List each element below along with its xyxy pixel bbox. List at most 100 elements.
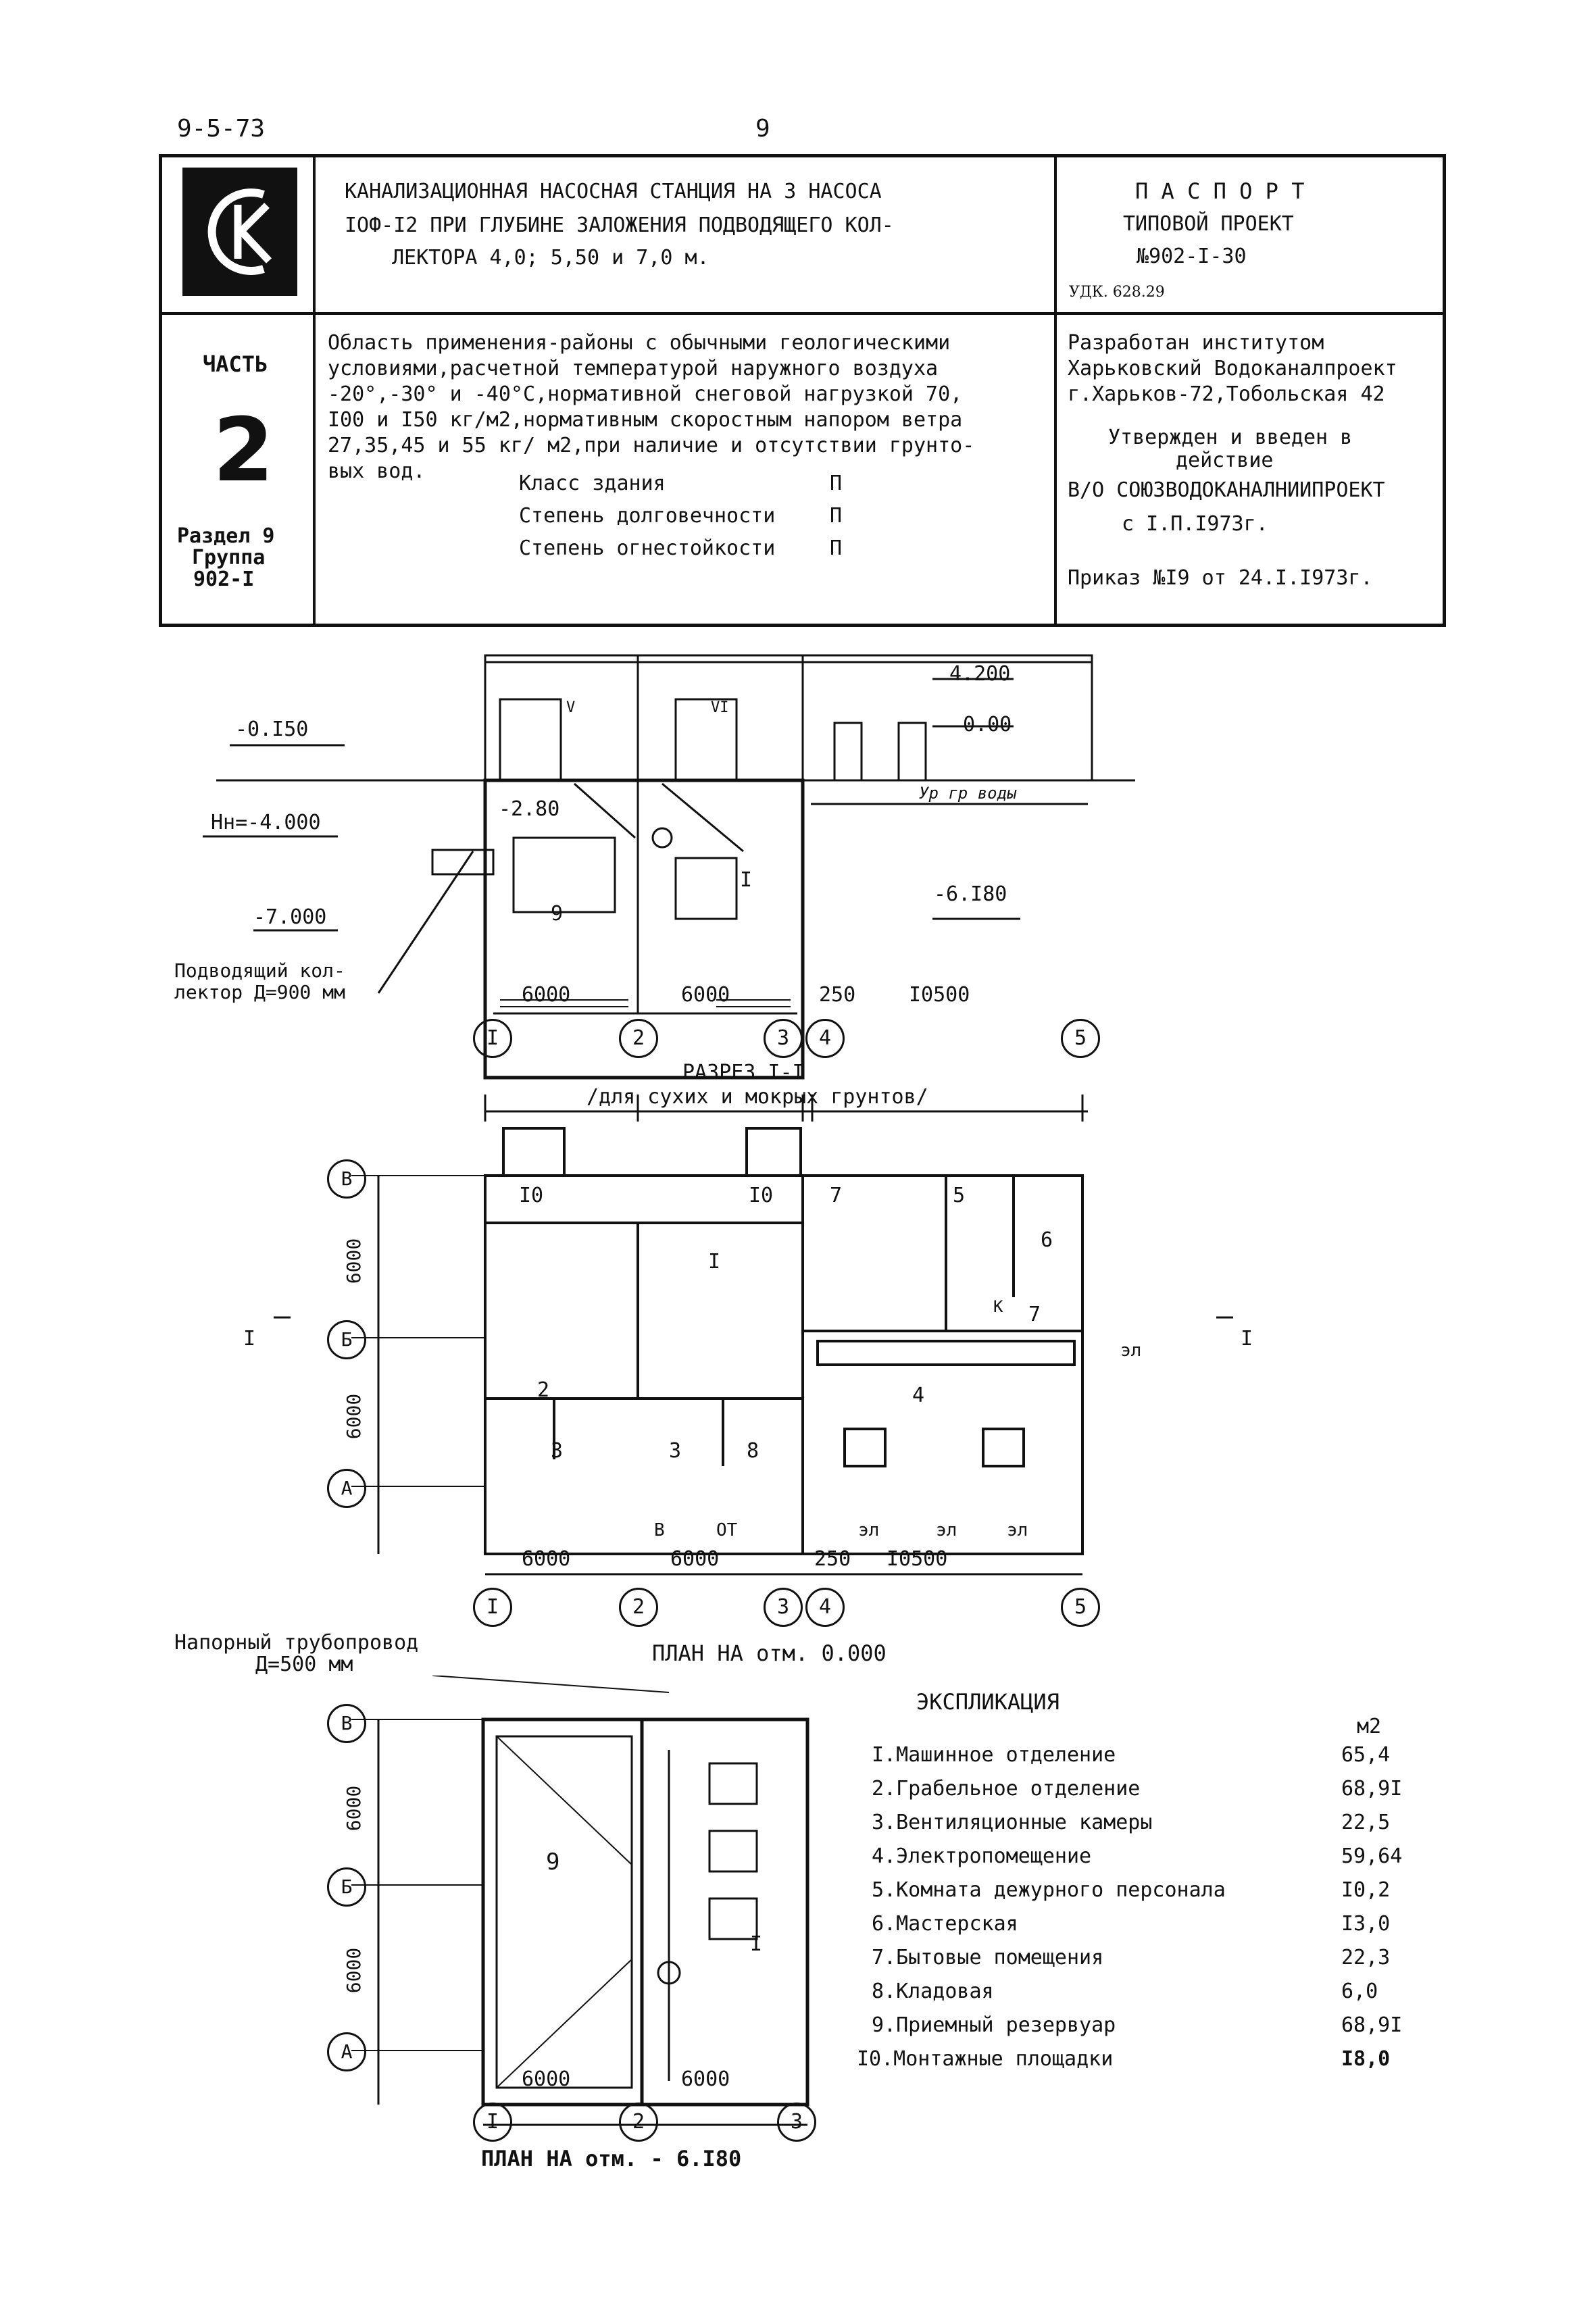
plan-zero-room-3b: 3: [669, 1439, 682, 1463]
section-caption-1: РАЗРЕЗ I-I: [682, 1061, 805, 1084]
plan-zero-room-k: К: [993, 1297, 1003, 1316]
plan-lower-axis-v: В: [327, 1704, 366, 1743]
plan-zero-caption: ПЛАН НА отм. 0.000: [652, 1640, 887, 1666]
plan-zero-ot-label: ОТ: [716, 1520, 738, 1540]
legend-item-value: 59,64: [1341, 1844, 1403, 1868]
part-number: 2: [213, 399, 274, 501]
section-line-2: Группа: [192, 546, 266, 570]
plan-zero-room-2: 2: [537, 1378, 550, 1402]
plan-zero-axis-v: В: [327, 1159, 366, 1199]
legend-item-value: 22,3: [1341, 1946, 1391, 1969]
room-mark-v-section: V: [566, 699, 576, 716]
plan-zero-cut-left: I: [243, 1327, 256, 1351]
plan-lower-axis-a: А: [327, 2032, 366, 2071]
elev-minus-280: -2.80: [499, 797, 560, 821]
doc-code: 9-5-73: [177, 115, 266, 143]
plan-lower-dim-1: 6000: [522, 2067, 571, 2091]
project-title-line-2: IОФ-I2 ПРИ ГЛУБИНЕ ЗАЛОЖЕНИЯ ПОДВОДЯЩЕГО…: [345, 213, 894, 237]
header-frame: [159, 154, 1446, 627]
udk-code: УДК. 628.29: [1069, 284, 1165, 301]
plan-lower-room-1: I: [750, 1932, 763, 1956]
legend-item-name: 3.Вентиляционные камеры: [872, 1811, 1153, 1834]
legend-item-name: 6.Мастерская: [872, 1912, 1018, 1936]
legend-item-name: 8.Кладовая: [872, 1980, 994, 2003]
plan-zero-col-axis-5: 5: [1061, 1588, 1100, 1627]
room-mark-vi-section: VI: [711, 699, 729, 716]
passport-label: П А С П О Р Т: [1135, 178, 1305, 204]
scope-line-5: 27,35,45 и 55 кг/ м2,при наличие и отсут…: [328, 434, 975, 457]
plan-lower-caption: ПЛАН НА отм. - 6.I80: [481, 2146, 742, 2171]
section-drawing: [203, 654, 1135, 1122]
section-dim-1: 6000: [522, 983, 571, 1007]
class-building-label: Класс здания: [519, 472, 666, 495]
section-axis-2: 2: [619, 1019, 658, 1058]
plan-zero-dim-2: 6000: [670, 1547, 720, 1571]
plan-zero-room-3a: 3: [551, 1439, 564, 1463]
legend-item-value: 68,9I: [1341, 1777, 1403, 1801]
plan-zero-col-axis-2: 2: [619, 1588, 658, 1627]
plan-zero-drawing: [274, 1127, 1233, 1576]
plan-zero-col-axis-3: 3: [764, 1588, 803, 1627]
section-hatching: [500, 999, 791, 1007]
approved-line-2: действие: [1176, 449, 1274, 472]
plan-zero-room-8: 8: [747, 1439, 759, 1463]
legend-item-name: 9.Приемный резервуар: [872, 2013, 1116, 2037]
section-dim-4: I0500: [909, 983, 970, 1007]
plan-zero-room-6: 6: [1041, 1228, 1053, 1252]
section-axis-3: 3: [764, 1019, 803, 1058]
pipe-label-1: Напорный трубопровод: [174, 1631, 419, 1655]
plan-zero-dim-4: I0500: [887, 1547, 948, 1571]
scope-line-1: Область применения-районы с обычными гео…: [328, 331, 951, 355]
section-line-3: 902-I: [193, 568, 255, 591]
elev-hn-4000: Нн=-4.000: [211, 811, 321, 834]
section-dim-2: 6000: [681, 983, 730, 1007]
plan-zero-room-10b: I0: [749, 1184, 774, 1207]
scope-line-6: вых вод.: [328, 459, 426, 483]
header-divider-row: [159, 312, 1446, 315]
page-number: 9: [755, 115, 770, 143]
plan-zero-col-axis-1: I: [473, 1588, 512, 1627]
plan-zero-col-axis-4: 4: [805, 1588, 845, 1627]
developer-line-3: г.Харьков-72,Тобольская 42: [1068, 382, 1385, 406]
elev-4200: 4.200: [949, 662, 1011, 686]
project-title-line-1: КАНАЛИЗАЦИОННАЯ НАСОСНАЯ СТАНЦИЯ НА 3 НА…: [345, 180, 882, 203]
pipe-label-2: Д=500 мм: [255, 1653, 353, 1676]
plan-zero-el-3: эл: [936, 1520, 957, 1540]
legend-item-name: 2.Грабельное отделение: [872, 1777, 1141, 1801]
approved-line-3: В/О СОЮЗВОДОКАНАЛНИИПРОЕКТ: [1068, 478, 1385, 502]
section-line-1: Раздел 9: [177, 524, 275, 548]
legend-item-name: I0.Монтажные площадки: [857, 2047, 1114, 2071]
legend-item-value: 6,0: [1341, 1980, 1378, 2003]
class-durability-value: П: [830, 504, 843, 528]
legend-title: ЭКСПЛИКАЦИЯ: [916, 1689, 1059, 1715]
class-building-value: П: [830, 472, 843, 495]
elev-minus-6180: -6.I80: [934, 882, 1007, 906]
section-caption-2: /для сухих и мокрых грунтов/: [587, 1085, 928, 1109]
project-type: ТИПОВОЙ ПРОЕКТ: [1123, 212, 1294, 236]
header-divider-left: [313, 154, 316, 627]
room-mark-i-section: I: [740, 868, 753, 892]
section-dim-3: 250: [819, 983, 856, 1007]
plan-zero-el-4: эл: [1007, 1520, 1028, 1540]
order-line: Приказ №I9 от 24.I.I973г.: [1068, 566, 1373, 590]
legend-item-value: 68,9I: [1341, 2013, 1403, 2037]
room-mark-9-section: 9: [551, 902, 564, 926]
groundwater-label: Ур гр воды: [919, 784, 1017, 803]
plan-zero-el-2: эл: [858, 1520, 880, 1540]
legend-item-value: I8,0: [1341, 2047, 1391, 2071]
plan-lower-side-dim-2: 6000: [343, 1947, 366, 1994]
plan-lower-col-axis-2: 2: [619, 2103, 658, 2142]
plan-zero-room-1: I: [708, 1250, 721, 1274]
legend-unit: м2: [1357, 1715, 1382, 1738]
plan-lower-col-axis-1: I: [473, 2103, 512, 2142]
plan-lower-room-9: 9: [546, 1848, 560, 1876]
plan-lower-col-axis-3: 3: [777, 2103, 816, 2142]
elev-000: 0.00: [963, 713, 1012, 736]
plan-zero-room-4: 4: [912, 1384, 925, 1407]
sk-logo-icon: [182, 168, 297, 296]
legend-item-value: I0,2: [1341, 1878, 1391, 1902]
plan-zero-cut-right: I: [1241, 1327, 1253, 1351]
legend-item-name: I.Машинное отделение: [872, 1743, 1116, 1767]
plan-zero-room-7b: 7: [1028, 1303, 1041, 1326]
section-axis-5: 5: [1061, 1019, 1100, 1058]
